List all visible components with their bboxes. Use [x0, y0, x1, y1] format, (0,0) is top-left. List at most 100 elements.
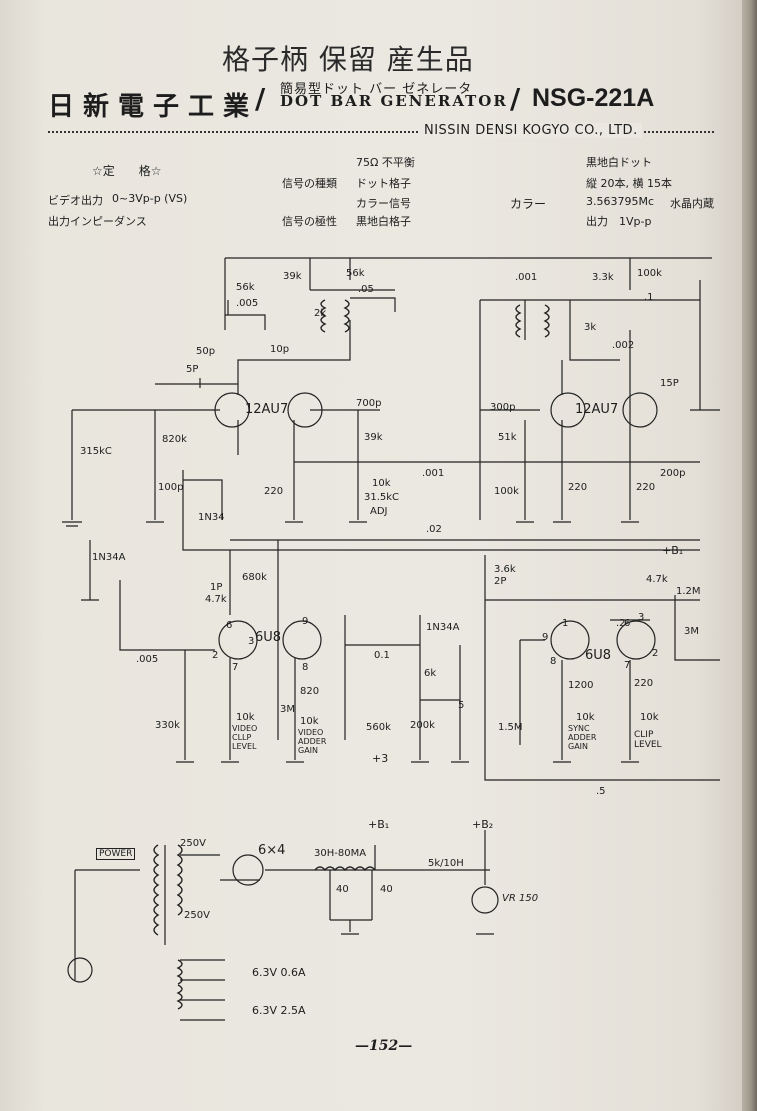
component-label: 10k	[300, 716, 319, 727]
component-label: 6.3V 0.6A	[252, 966, 306, 979]
color-value: 縦 20本, 横 15本	[586, 177, 672, 190]
video-output-value: 0~3Vp-p (VS)	[112, 192, 188, 205]
component-label: 1N34	[198, 512, 225, 523]
component-label: 6k	[424, 668, 437, 679]
component-label: .001	[422, 468, 445, 479]
component-label: 1P	[210, 582, 223, 593]
component-label: 220	[568, 482, 588, 493]
product-name-jp: 簡易型ドット バー ゼネレータ	[280, 82, 473, 97]
vacuum-tubes	[67, 392, 658, 983]
output-impedance-label: 出力インピーダンス	[48, 215, 147, 228]
tube-label: 12AU7	[245, 402, 289, 417]
page-number: —152—	[355, 1038, 413, 1054]
component-label: +3	[372, 752, 389, 765]
transformers	[153, 299, 550, 1010]
component-label: .02	[426, 524, 442, 535]
pin-label: 7	[232, 662, 239, 673]
book-edge	[742, 0, 757, 1111]
component-label: 3.3k	[592, 272, 614, 283]
component-label: 39k	[283, 271, 302, 282]
component-label: 100k	[494, 486, 519, 497]
component-label: 10p	[270, 344, 290, 355]
component-label: 6.3V 2.5A	[252, 1004, 306, 1017]
pin-label: 6	[226, 620, 233, 631]
component-label: 680k	[242, 572, 267, 583]
component-label: 2P	[494, 576, 507, 587]
component-label: 4.7k	[205, 594, 227, 605]
component-label: 200p	[660, 468, 686, 479]
component-label: .002	[612, 340, 635, 351]
component-label: 30H-80MA	[314, 848, 367, 859]
title-divider: /	[255, 82, 266, 115]
control-label: VIDEO ADDER GAIN	[298, 728, 327, 755]
pin-label: 8	[550, 656, 557, 667]
maker-name: 日新電子工業	[48, 92, 259, 122]
component-label: 5	[458, 700, 465, 711]
component-label: 1.2M	[676, 586, 701, 597]
handwritten-note: 格子柄 保留 産生品	[222, 43, 474, 76]
component-label: .001	[515, 272, 538, 283]
component-label: .5	[596, 786, 606, 797]
product-name-en: DOT BAR GENERATOR	[280, 92, 508, 110]
component-label: 315kC	[80, 446, 112, 457]
component-label: 3M	[280, 704, 295, 715]
component-label: 250V	[180, 838, 206, 849]
impedance-value: 75Ω 不平衡	[356, 156, 415, 169]
component-label: 3.6k	[494, 564, 516, 575]
component-label: 40	[336, 884, 349, 895]
component-label: ADJ	[370, 506, 388, 517]
control-label: CLIP LEVEL	[634, 730, 662, 750]
pin-label: 6	[624, 618, 631, 629]
signal-type-label: 信号の種類	[282, 177, 337, 190]
component-label: .2	[616, 618, 626, 629]
component-label: 50p	[196, 346, 216, 357]
component-label: 250V	[184, 910, 210, 921]
component-label: 10k	[640, 712, 659, 723]
component-label: 820k	[162, 434, 187, 445]
component-label: 820	[300, 686, 320, 697]
component-label: 10k	[236, 712, 255, 723]
component-label: 1200	[568, 680, 594, 691]
pin-label: 9	[302, 616, 309, 627]
pin-label: 2	[652, 648, 659, 659]
component-label: 300p	[490, 402, 516, 413]
component-label: 39k	[364, 432, 383, 443]
component-label: 1N34A	[426, 622, 460, 633]
control-label: VIDEO CLLP LEVEL	[232, 724, 258, 751]
component-label: 31.5kC	[364, 492, 400, 503]
component-label: 1.5M	[498, 722, 523, 733]
component-label: +B₁	[662, 544, 684, 557]
company-name: NISSIN DENSI KOGYO CO., LTD.	[420, 123, 642, 138]
component-label: 10k	[372, 478, 391, 489]
component-label: .05	[358, 284, 374, 295]
pin-label: 7	[624, 660, 631, 671]
header-rule	[48, 131, 714, 133]
component-label: 0.1	[374, 650, 390, 661]
color-value: 出力 1Vp-p	[586, 215, 652, 228]
polarity-label: 信号の極性	[282, 215, 337, 228]
component-label: 560k	[366, 722, 391, 733]
model-number: NSG-221A	[532, 84, 655, 112]
component-label: 5k/10H	[428, 858, 464, 869]
schematic-wires	[71, 257, 720, 1021]
component-label: +B₁	[368, 818, 390, 831]
color-label: カラー	[510, 197, 547, 211]
color-value: 水晶内蔵	[670, 197, 714, 210]
component-label: 330k	[155, 720, 180, 731]
component-label: .1	[644, 292, 654, 303]
color-value: 3.563795Mc	[586, 195, 655, 208]
component-label: 56k	[236, 282, 255, 293]
pin-label: 3	[638, 612, 645, 623]
component-label: 220	[636, 482, 656, 493]
pin-label: 2	[212, 650, 219, 661]
signal-type-value: ドット格子	[356, 177, 411, 190]
component-label: 200k	[410, 720, 435, 731]
tube-label: VR 150	[502, 893, 539, 904]
component-label: 700p	[356, 398, 382, 409]
grounds	[62, 521, 639, 935]
tube-label: 6U8	[585, 648, 612, 663]
component-label: 100k	[637, 268, 662, 279]
component-label: +B₂	[472, 818, 494, 831]
component-label: 2k	[314, 308, 327, 319]
